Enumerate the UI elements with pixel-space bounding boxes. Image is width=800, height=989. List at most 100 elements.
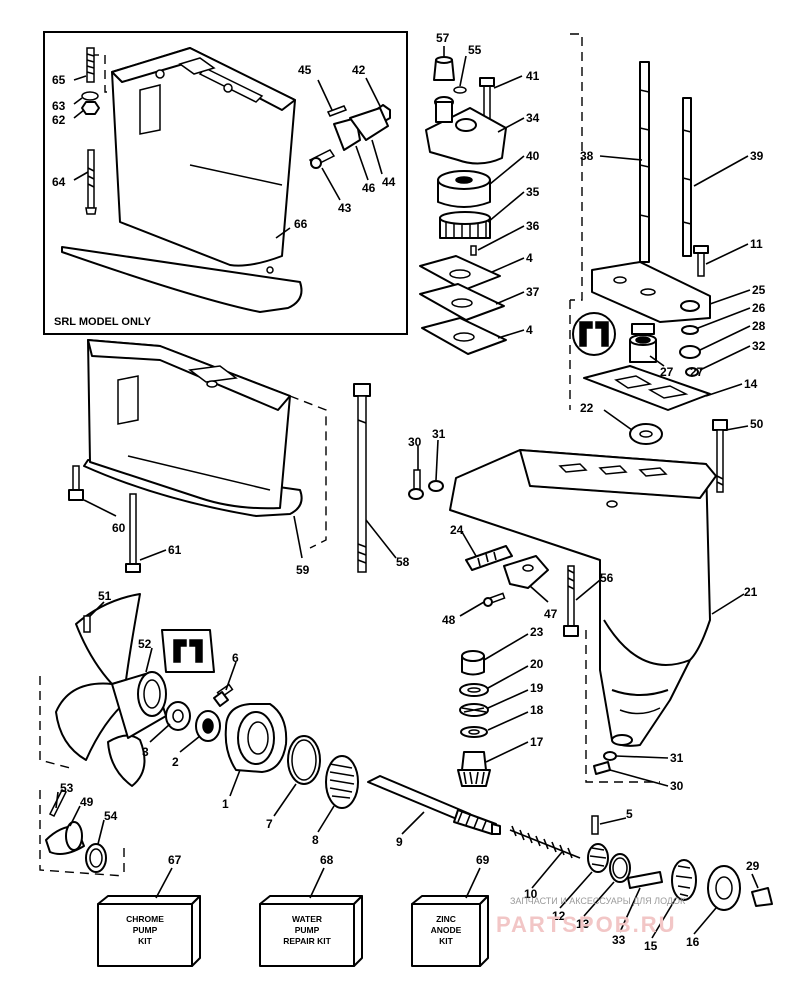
callout-32: 32 xyxy=(752,339,766,353)
callout-20: 20 xyxy=(530,657,544,671)
callout-38: 38 xyxy=(580,149,594,163)
callout-6: 6 xyxy=(232,651,239,665)
kit-box-water-pump: WATER PUMP REPAIR KIT xyxy=(259,895,363,967)
kit-water-line3: REPAIR KIT xyxy=(283,936,331,946)
kit-zinc-line3: KIT xyxy=(439,936,454,946)
gearcase-housing xyxy=(449,449,717,783)
clutch-gear-parts xyxy=(587,843,773,911)
kit-water-line2: PUMP xyxy=(295,925,320,935)
screw-58 xyxy=(353,383,371,573)
kit-zinc-line2: ANODE xyxy=(431,925,462,935)
callout-45: 45 xyxy=(298,63,312,77)
callout-47: 47 xyxy=(544,607,558,621)
callout-56: 56 xyxy=(600,571,614,585)
callout-24: 24 xyxy=(450,523,464,537)
callout-62: 62 xyxy=(52,113,66,127)
callout-23: 23 xyxy=(530,625,544,639)
callout-14: 14 xyxy=(744,377,758,391)
callout-18: 18 xyxy=(530,703,544,717)
exhaust-housing xyxy=(83,339,327,549)
callout-42: 42 xyxy=(352,63,366,77)
callout-30-upper: 30 xyxy=(408,435,422,449)
callout-55: 55 xyxy=(468,43,482,57)
callout-37: 37 xyxy=(526,285,540,299)
callout-8: 8 xyxy=(312,833,319,847)
callout-68: 68 xyxy=(320,853,334,867)
callout-27-b: 27 xyxy=(690,365,704,379)
stud-65 xyxy=(86,47,95,83)
callout-3: 3 xyxy=(142,745,149,759)
callout-11: 11 xyxy=(750,237,763,251)
pin-5 xyxy=(591,815,599,835)
propeller-shaft xyxy=(367,775,501,835)
callout-9: 9 xyxy=(396,835,403,849)
callout-25: 25 xyxy=(752,283,766,297)
callout-60: 60 xyxy=(112,521,126,535)
kit-chrome-line3: KIT xyxy=(138,936,153,946)
watermark: ЗАПЧАСТИ И АКСЕССУАРЫ ДЛЯ ЛОДОК PARTSPOB… xyxy=(496,896,686,937)
trim-tab-parts xyxy=(308,104,391,169)
callout-39: 39 xyxy=(750,149,764,163)
srl-exhaust-housing xyxy=(61,47,303,313)
watermark-line2: PARTSPOB.RU xyxy=(496,912,677,937)
pinion-stack xyxy=(457,650,491,787)
watermark-line1: ЗАПЧАСТИ И АКСЕССУАРЫ ДЛЯ ЛОДОК xyxy=(510,896,686,906)
callout-29: 29 xyxy=(746,859,760,873)
callout-26: 26 xyxy=(752,301,766,315)
callout-69: 69 xyxy=(476,853,490,867)
callout-5: 5 xyxy=(626,807,633,821)
callout-53: 53 xyxy=(60,781,74,795)
callout-52: 52 xyxy=(138,637,152,651)
callout-4-lower: 4 xyxy=(526,323,533,337)
callout-22: 22 xyxy=(580,401,594,415)
callout-2: 2 xyxy=(172,755,179,769)
callout-57: 57 xyxy=(436,31,450,45)
pin-51 xyxy=(83,615,91,633)
propeller-nut-parts xyxy=(39,788,125,877)
callout-34: 34 xyxy=(526,111,540,125)
callout-46: 46 xyxy=(362,181,376,195)
callout-30-lower: 30 xyxy=(670,779,684,793)
callout-49: 49 xyxy=(80,795,94,809)
nut-washer-62-63 xyxy=(81,91,100,115)
seal-detail xyxy=(161,629,215,673)
screw-56 xyxy=(563,565,579,637)
callout-67: 67 xyxy=(168,853,182,867)
callout-1: 1 xyxy=(222,797,229,811)
callout-4-upper: 4 xyxy=(526,251,533,265)
callout-31-lower: 31 xyxy=(670,751,684,765)
callout-16: 16 xyxy=(686,935,700,949)
callout-50: 50 xyxy=(750,417,764,431)
callout-27-a: 27 xyxy=(660,365,674,379)
water-pump-stack xyxy=(419,56,507,355)
callout-31-upper: 31 xyxy=(432,427,446,441)
callout-12: 12 xyxy=(552,909,566,923)
callout-51: 51 xyxy=(98,589,112,603)
callout-58: 58 xyxy=(396,555,410,569)
callout-35: 35 xyxy=(526,185,540,199)
screw-61 xyxy=(125,493,141,573)
shift-rod-10 xyxy=(509,825,581,859)
callout-61: 61 xyxy=(168,543,182,557)
propeller xyxy=(39,593,167,787)
callout-36: 36 xyxy=(526,219,540,233)
kit-water-line1: WATER xyxy=(292,914,322,924)
callout-17: 17 xyxy=(530,735,544,749)
callout-54: 54 xyxy=(104,809,118,823)
callout-33: 33 xyxy=(612,933,626,947)
callout-41: 41 xyxy=(526,69,540,83)
callout-66: 66 xyxy=(294,217,308,231)
anode-47-parts xyxy=(465,545,549,607)
callout-19: 19 xyxy=(530,681,544,695)
callout-43: 43 xyxy=(338,201,352,215)
callout-13: 13 xyxy=(576,917,590,931)
kit-box-chrome-pump: CHROME PUMP KIT xyxy=(97,895,201,967)
callout-7: 7 xyxy=(266,817,273,831)
screw-60 xyxy=(68,465,84,501)
bearing-carrier-parts xyxy=(165,683,359,809)
callout-65: 65 xyxy=(52,73,66,87)
screw-50 xyxy=(712,419,728,493)
callout-28: 28 xyxy=(752,319,766,333)
callout-numbers: 57 55 41 34 40 35 36 4 37 4 38 39 11 25 … xyxy=(52,31,766,953)
